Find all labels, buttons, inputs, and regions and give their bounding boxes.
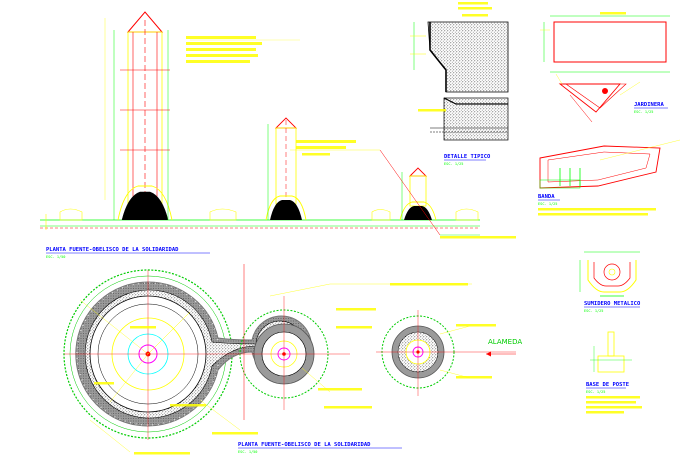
drain-scale: ESC. 1/25 xyxy=(584,309,603,313)
obelisk-medium xyxy=(265,117,307,221)
planter-scale: ESC. 1/25 xyxy=(634,110,653,114)
drain-detail: SUMIDERO METALICO ESC. 1/25 xyxy=(579,251,641,313)
plan-scale: ESC. 1/50 xyxy=(238,450,257,454)
plan-title: PLANTA FUENTE-OBELISCO DE LA SOLIDARIDAD xyxy=(238,442,371,448)
round-fountain-plan: ALAMEDA xyxy=(376,310,522,396)
elevation-view: PLANTA FUENTE-OBELISCO DE LA SOLIDARIDAD… xyxy=(40,11,516,259)
band-detail: BANDA ESC. 1/25 xyxy=(538,139,681,216)
elevation-title: PLANTA FUENTE-OBELISCO DE LA SOLIDARIDAD xyxy=(46,247,179,253)
typical-detail: DETALLE TIPICO ESC. 1/25 xyxy=(410,2,509,166)
detail-scale: ESC. 1/25 xyxy=(444,162,463,166)
obelisk-small xyxy=(399,167,437,221)
band-scale: ESC. 1/25 xyxy=(538,202,557,206)
elevation-scale: ESC. 1/50 xyxy=(46,255,65,259)
post-base-title: BASE DE POSTE xyxy=(586,382,629,388)
obelisk-large xyxy=(104,11,173,221)
drain-title: SUMIDERO METALICO xyxy=(584,301,641,307)
band-title: BANDA xyxy=(538,194,555,200)
planter-detail: JARDINERA ESC. 1/25 xyxy=(540,12,670,123)
alameda-label: ALAMEDA xyxy=(488,338,522,346)
planter-title: JARDINERA xyxy=(634,102,664,108)
post-base-scale: ESC. 1/25 xyxy=(586,390,605,394)
post-base-detail: BASE DE POSTE ESC. 1/25 xyxy=(586,331,642,414)
detail-title: DETALLE TIPICO xyxy=(444,154,491,160)
fountain-plan: PLANTA FUENTE-OBELISCO DE LA SOLIDARIDAD… xyxy=(63,264,472,455)
